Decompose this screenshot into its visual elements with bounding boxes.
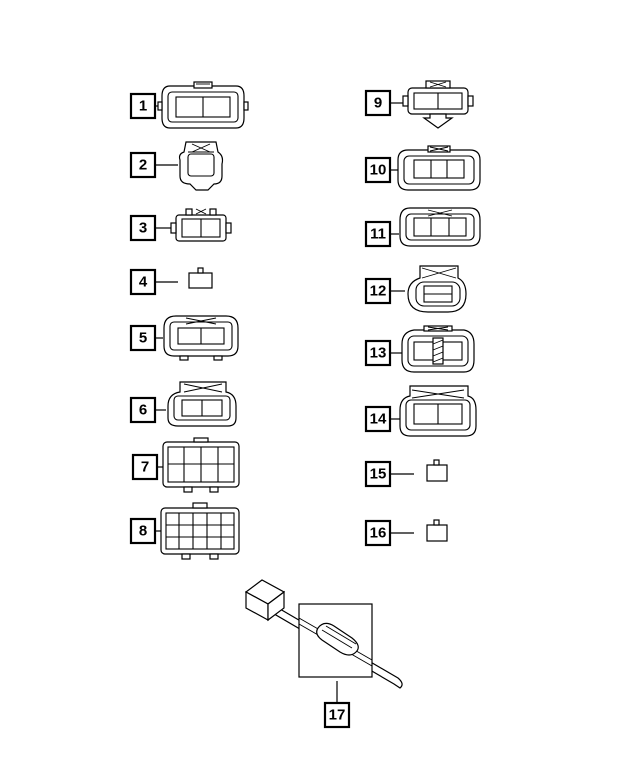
callout-label-7: 7: [141, 459, 149, 476]
callout-label-11: 11: [370, 226, 386, 243]
callout-label-5: 5: [139, 330, 147, 347]
connector-part-3: [170, 208, 232, 242]
callout-10[interactable]: 10: [364, 156, 392, 184]
connector-part-12: [407, 265, 467, 313]
callout-label-17: 17: [329, 707, 346, 724]
callout-label-15: 15: [370, 466, 387, 483]
callout-label-10: 10: [370, 162, 387, 179]
pigtail-splice-part-17: [244, 579, 403, 689]
connector-part-7: [162, 437, 240, 493]
callout-label-16: 16: [370, 525, 387, 542]
callout-12[interactable]: 12: [364, 277, 392, 305]
callout-label-4: 4: [139, 274, 148, 291]
callout-7[interactable]: 7: [131, 453, 159, 481]
callout-label-13: 13: [370, 345, 387, 362]
connector-part-1: [157, 81, 249, 129]
connector-part-9: [402, 80, 474, 129]
callout-label-3: 3: [139, 220, 147, 237]
callout-1[interactable]: 1: [129, 92, 157, 120]
callout-9[interactable]: 9: [364, 89, 392, 117]
callout-4[interactable]: 4: [129, 268, 157, 296]
callout-6[interactable]: 6: [129, 396, 157, 424]
connector-part-15: [426, 459, 448, 482]
callout-15[interactable]: 15: [364, 460, 392, 488]
connector-part-10: [397, 145, 481, 191]
callout-label-1: 1: [139, 98, 147, 115]
callout-label-12: 12: [370, 283, 387, 300]
connector-part-16: [426, 519, 448, 542]
connector-part-6: [167, 381, 237, 427]
connector-part-2: [178, 141, 224, 191]
callout-label-8: 8: [139, 523, 147, 540]
connector-part-8: [160, 502, 240, 560]
callout-8[interactable]: 8: [129, 517, 157, 545]
callout-2[interactable]: 2: [129, 151, 157, 179]
callout-13[interactable]: 13: [364, 339, 392, 367]
connector-part-13: [401, 325, 475, 373]
connector-part-11: [399, 207, 481, 247]
callout-label-6: 6: [139, 402, 147, 419]
callout-5[interactable]: 5: [129, 324, 157, 352]
connector-part-4: [188, 267, 213, 289]
callout-label-14: 14: [370, 411, 387, 428]
callout-17[interactable]: 17: [323, 701, 351, 729]
callout-16[interactable]: 16: [364, 519, 392, 547]
connector-part-5: [163, 315, 239, 361]
callout-14[interactable]: 14: [364, 405, 392, 433]
callout-label-2: 2: [139, 157, 147, 174]
callout-label-9: 9: [374, 95, 382, 112]
callout-3[interactable]: 3: [129, 214, 157, 242]
connector-part-14: [399, 385, 477, 437]
callout-11[interactable]: 11: [364, 220, 392, 248]
